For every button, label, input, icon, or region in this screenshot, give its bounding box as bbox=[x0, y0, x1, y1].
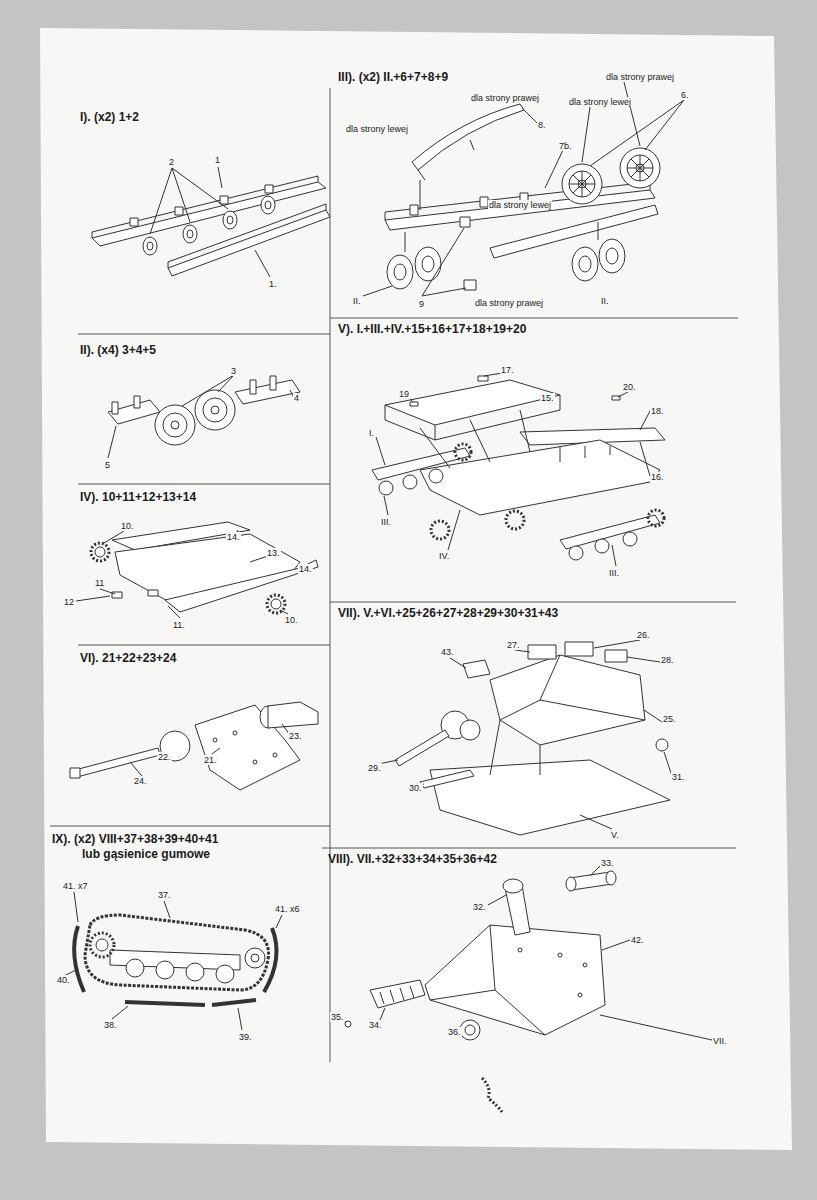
step-heading: lub gąsienice gumowe bbox=[82, 847, 326, 862]
callout-number: 42. bbox=[630, 935, 645, 945]
step-heading: V). I.+III.+IV.+15+16+17+18+19+20 bbox=[338, 322, 737, 337]
callout-number: 1. bbox=[268, 279, 278, 289]
step-heading: VIII). VII.+32+33+34+35+36+42 bbox=[328, 852, 737, 867]
callout-number: 5 bbox=[104, 460, 111, 470]
callout-number: dla strony lewej bbox=[568, 97, 632, 107]
callout-number: 3 bbox=[230, 366, 237, 376]
callout-number: 38. bbox=[103, 1020, 118, 1030]
callout-number: I. bbox=[368, 428, 375, 438]
callout-number: 25. bbox=[662, 714, 677, 724]
callout-number: 41. x6 bbox=[274, 904, 301, 914]
callout-number: 10. bbox=[120, 521, 135, 531]
callout-number: 39. bbox=[238, 1032, 253, 1042]
callout-number: 23. bbox=[288, 731, 303, 741]
callout-number: dla strony prawej bbox=[474, 298, 544, 308]
callout-number: IV. bbox=[438, 551, 450, 561]
callout-number: 14. bbox=[298, 564, 313, 574]
callout-number: V. bbox=[610, 830, 620, 840]
callout-number: 21. bbox=[203, 755, 218, 765]
callout-number: 22. bbox=[157, 752, 172, 762]
step-heading: III). (x2) II.+6+7+8+9 bbox=[338, 70, 737, 85]
callout-number: dla strony lewej bbox=[345, 124, 409, 134]
callout-number: 10. bbox=[284, 615, 299, 625]
callout-number: II. bbox=[352, 296, 362, 306]
callout-number: 17. bbox=[500, 365, 515, 375]
callout-number: 40. bbox=[56, 975, 71, 985]
assembly-step-panel: VII). V.+VI.+25+26+27+28+29+30+31+43 bbox=[338, 606, 737, 844]
callout-number: 29. bbox=[367, 763, 382, 773]
step-heading: IV). 10+11+12+13+14 bbox=[80, 490, 329, 505]
assembly-step-panel: I). (x2) 1+2 bbox=[80, 110, 329, 330]
callout-number: II. bbox=[600, 296, 610, 306]
callout-number: 33. bbox=[600, 858, 615, 868]
callout-number: 35. bbox=[330, 1012, 345, 1022]
callout-number: 41. x7 bbox=[62, 881, 89, 891]
callout-number: 4 bbox=[293, 393, 300, 403]
assembly-step-panel: VIII). VII.+32+33+34+35+36+42 bbox=[328, 852, 737, 1057]
callout-number: dla strony prawej bbox=[470, 93, 540, 103]
callout-number: 2 bbox=[168, 157, 175, 167]
callout-number: 24. bbox=[133, 776, 148, 786]
callout-number: 8. bbox=[537, 120, 547, 130]
callout-number: dla strony lewej bbox=[488, 200, 552, 210]
assembly-step-panel: II). (x4) 3+4+5 bbox=[80, 343, 329, 481]
callout-number: 18. bbox=[650, 406, 665, 416]
callout-number: 13. bbox=[266, 548, 281, 558]
callout-number: 27. bbox=[506, 640, 521, 650]
callout-number: 11 bbox=[94, 578, 105, 588]
callout-number: 14. bbox=[226, 532, 241, 542]
callout-number: 15. bbox=[540, 393, 555, 403]
step-heading: VII). V.+VI.+25+26+27+28+29+30+31+43 bbox=[338, 606, 737, 621]
callout-number: 36. bbox=[447, 1027, 462, 1037]
callout-number: 30. bbox=[408, 783, 423, 793]
callout-number: 26. bbox=[636, 630, 651, 640]
assembly-step-panel: III). (x2) II.+6+7+8+9 bbox=[338, 70, 737, 314]
callout-number: dla strony prawej bbox=[605, 72, 675, 82]
callout-number: III. bbox=[608, 568, 620, 578]
assembly-step-panel: IX). (x2) VIII+37+38+39+40+41lub gąsieni… bbox=[52, 832, 326, 1057]
callout-number: 11. bbox=[172, 620, 186, 630]
step-heading: I). (x2) 1+2 bbox=[80, 110, 329, 125]
step-heading: II). (x4) 3+4+5 bbox=[80, 343, 329, 358]
callout-number: 1 bbox=[214, 155, 221, 165]
callout-number: 20. bbox=[622, 382, 637, 392]
callout-number: 28. bbox=[660, 655, 675, 665]
callout-number: VII. bbox=[712, 1036, 728, 1046]
callout-number: 6. bbox=[680, 90, 690, 100]
callout-number: 12 bbox=[63, 597, 75, 607]
callout-number: 34. bbox=[368, 1020, 383, 1030]
callout-number: 37. bbox=[157, 890, 172, 900]
callout-number: 7b. bbox=[558, 141, 573, 151]
step-heading: IX). (x2) VIII+37+38+39+40+41 bbox=[52, 832, 326, 847]
assembly-step-panel: V). I.+III.+IV.+15+16+17+18+19+20 bbox=[338, 322, 737, 598]
step-heading: VI). 21+22+23+24 bbox=[80, 651, 329, 666]
callout-number: 16. bbox=[650, 472, 665, 482]
callout-number: 43. bbox=[440, 647, 455, 657]
callout-number: 32. bbox=[472, 902, 487, 912]
callout-number: 9 bbox=[418, 299, 425, 309]
callout-number: III. bbox=[380, 517, 392, 527]
callout-number: 19 bbox=[398, 389, 410, 399]
callout-number: 31. bbox=[671, 772, 686, 782]
